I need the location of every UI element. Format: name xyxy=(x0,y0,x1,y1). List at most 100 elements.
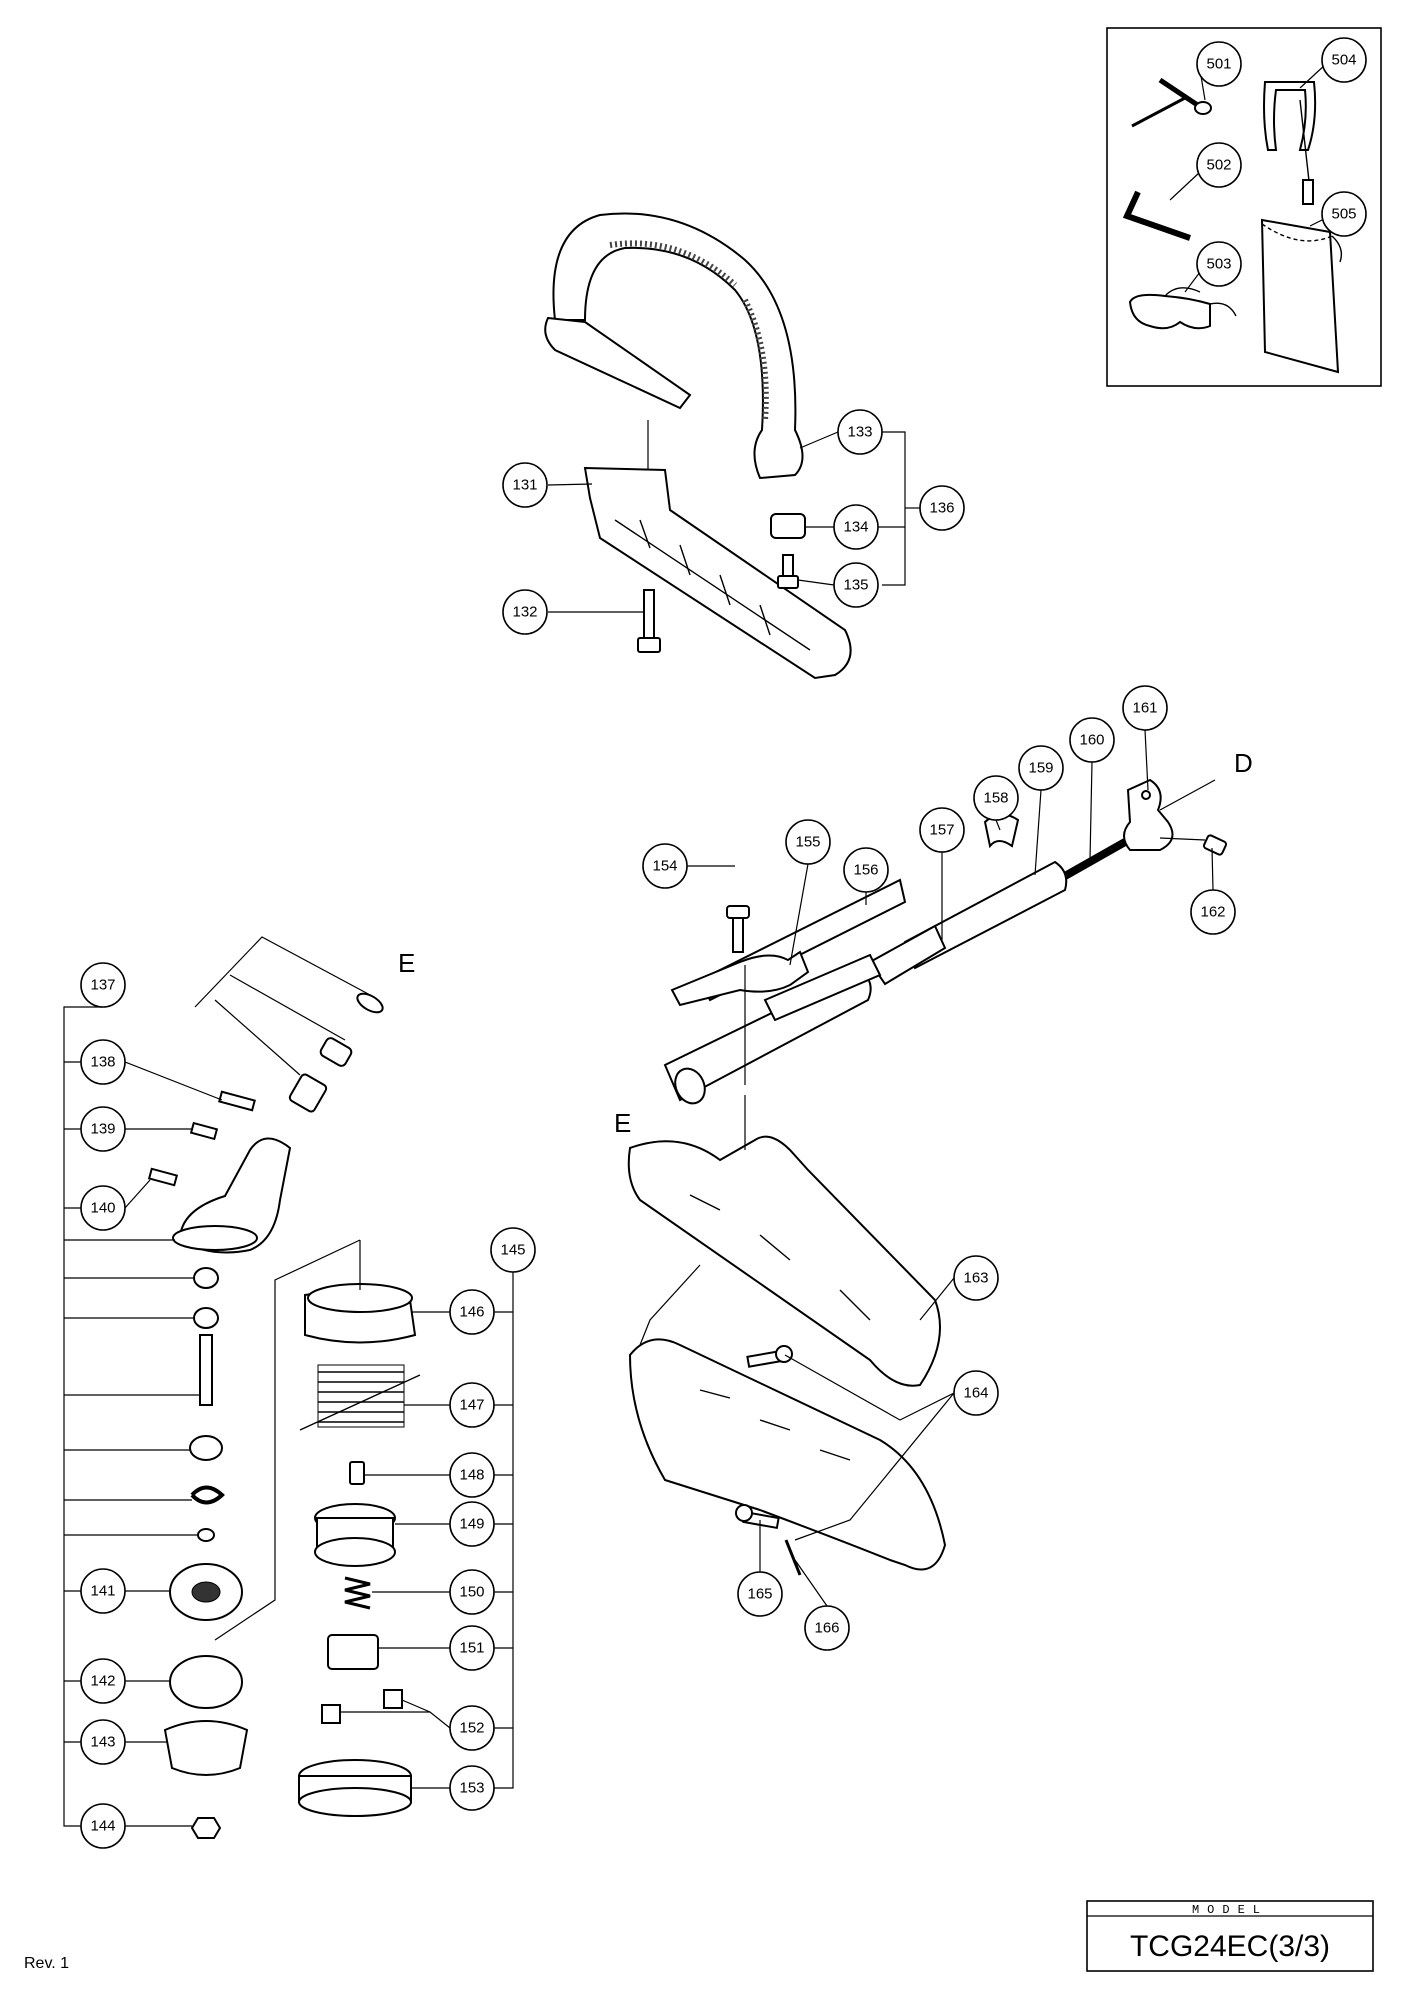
guard-164 xyxy=(628,1338,947,1571)
callout-number: 157 xyxy=(929,822,954,839)
callout-153: 153 xyxy=(449,1765,495,1811)
callout-131: 131 xyxy=(502,462,548,508)
callout-number: 144 xyxy=(90,1818,115,1835)
callout-150: 150 xyxy=(449,1569,495,1615)
callout-number: 158 xyxy=(983,790,1008,807)
callout-circle xyxy=(80,1568,126,1614)
callout-circle xyxy=(449,1382,495,1428)
callout-number: 145 xyxy=(500,1242,525,1259)
callout-number: 160 xyxy=(1079,732,1104,749)
callout-circle xyxy=(973,775,1019,821)
callout-number: 152 xyxy=(459,1720,484,1737)
callout-circle xyxy=(1196,41,1242,87)
callout-number: 139 xyxy=(90,1121,115,1138)
front-handle-assembly xyxy=(544,212,852,680)
callout-circle xyxy=(953,1255,999,1301)
callout-circle xyxy=(1321,191,1367,237)
accessory-box xyxy=(1106,27,1382,387)
callout-155: 155 xyxy=(785,819,831,865)
model-label: MODEL xyxy=(1192,1903,1268,1917)
callout-circle xyxy=(490,1227,536,1273)
callout-160: 160 xyxy=(1069,717,1115,763)
callout-circle xyxy=(80,962,126,1008)
callout-number: 162 xyxy=(1200,904,1225,921)
callout-number: 153 xyxy=(459,1780,484,1797)
socket-wrench xyxy=(1131,77,1212,128)
callout-number: 143 xyxy=(90,1734,115,1751)
callout-number: 133 xyxy=(847,424,872,441)
callout-circle xyxy=(449,1569,495,1615)
callout-circle xyxy=(1122,685,1168,731)
callout-circle xyxy=(1190,889,1236,935)
shaft-assembly xyxy=(663,778,1228,1105)
callout-number: 147 xyxy=(459,1397,484,1414)
ref-letter-d: D xyxy=(1234,748,1253,778)
callout-148: 148 xyxy=(449,1452,495,1498)
callout-139: 139 xyxy=(80,1106,126,1152)
hex-key xyxy=(1122,190,1191,241)
callout-number: 164 xyxy=(963,1385,988,1402)
handle-bracket xyxy=(583,466,852,680)
callout-circle xyxy=(80,1803,126,1849)
callout-502: 502 xyxy=(1196,142,1242,188)
shaft-bracket xyxy=(1123,778,1174,851)
callout-circle xyxy=(80,1658,126,1704)
screw-154 xyxy=(726,905,750,953)
callout-504: 504 xyxy=(1321,37,1367,83)
callout-136: 136 xyxy=(919,485,965,531)
callout-165: 165 xyxy=(737,1571,783,1617)
callout-135: 135 xyxy=(833,562,879,608)
callout-circle xyxy=(837,409,883,455)
callout-circle xyxy=(804,1605,850,1651)
callout-circle xyxy=(449,1289,495,1335)
callout-146: 146 xyxy=(449,1289,495,1335)
callout-145: 145 xyxy=(490,1227,536,1273)
callout-number: 504 xyxy=(1331,52,1356,69)
callout-circle xyxy=(449,1625,495,1671)
callout-circle xyxy=(833,562,879,608)
guard-assembly xyxy=(627,1135,947,1576)
callout-number: 142 xyxy=(90,1673,115,1690)
callout-circle xyxy=(449,1765,495,1811)
screw-165 xyxy=(735,1504,780,1530)
model-value: TCG24EC(3/3) xyxy=(1130,1930,1330,1963)
screw-164 xyxy=(746,1345,793,1368)
trimmer-head-assembly xyxy=(298,1283,421,1817)
callout-circle xyxy=(1321,37,1367,83)
callout-number: 159 xyxy=(1028,760,1053,777)
callout-circle xyxy=(785,819,831,865)
inner-tube-157 xyxy=(868,924,947,986)
ref-letter-e-mid: E xyxy=(614,1108,631,1138)
callout-140: 140 xyxy=(80,1185,126,1231)
callout-number: 503 xyxy=(1206,256,1231,273)
callout-number: 149 xyxy=(459,1516,484,1533)
callout-number: 148 xyxy=(459,1467,484,1484)
outer-tube-159 xyxy=(903,860,1068,970)
callout-number: 138 xyxy=(90,1054,115,1071)
callout-number: 146 xyxy=(459,1304,484,1321)
callout-501: 501 xyxy=(1196,41,1242,87)
callout-157: 157 xyxy=(919,807,965,853)
callout-144: 144 xyxy=(80,1803,126,1849)
callout-circle xyxy=(80,1185,126,1231)
callout-156: 156 xyxy=(843,847,889,893)
callout-circle xyxy=(80,1039,126,1085)
callout-138: 138 xyxy=(80,1039,126,1085)
callout-circle xyxy=(80,1719,126,1765)
callout-circle xyxy=(449,1452,495,1498)
callout-circle xyxy=(449,1705,495,1751)
loop-handle xyxy=(552,212,804,480)
callout-158: 158 xyxy=(973,775,1019,821)
screw-162 xyxy=(1202,834,1228,856)
callout-circle xyxy=(1018,745,1064,791)
callout-number: 166 xyxy=(814,1620,839,1637)
callout-number: 156 xyxy=(853,862,878,879)
callout-number: 141 xyxy=(90,1583,115,1600)
carrying-bag xyxy=(1260,218,1343,374)
ref-letter-e-top: E xyxy=(398,948,415,978)
callout-circle xyxy=(642,843,688,889)
callout-circle xyxy=(1196,142,1242,188)
callout-137: 137 xyxy=(80,962,126,1008)
model-box: MODEL TCG24EC(3/3) xyxy=(1086,1900,1374,1972)
